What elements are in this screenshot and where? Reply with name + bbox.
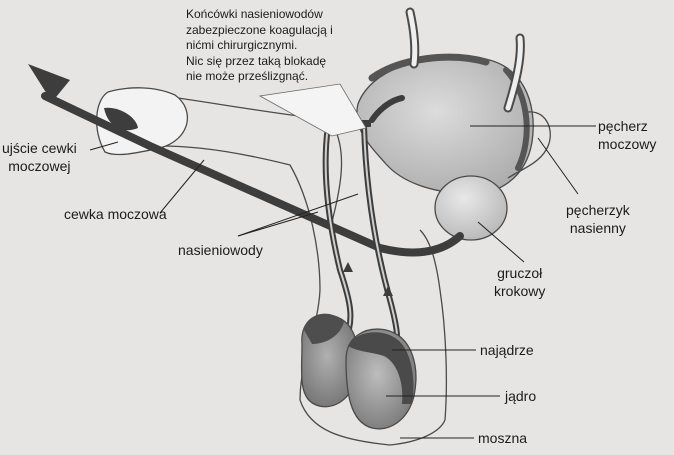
vasectomy-note: Końcówki nasieniowodów zabezpieczone koa… (186, 7, 386, 85)
label-bladder: pęcherz moczowy (598, 117, 656, 153)
label-prostate: gruczoł krokowy (494, 264, 545, 300)
prostate-shape (435, 176, 507, 240)
annotation-pointer (260, 84, 366, 136)
label-testis: jądro (505, 387, 536, 405)
note-line: Nic się przez taką blokadę (186, 54, 386, 70)
label-line: ujście cewki (2, 139, 77, 157)
duct-arrow-left (343, 262, 353, 272)
label-epididymis: najądrze (480, 341, 534, 359)
label-line: pęcherz (598, 117, 656, 135)
label-vas-deferens: nasieniowody (178, 241, 263, 259)
label-urethra: cewka moczowa (64, 205, 167, 223)
label-urethral-opening: ujście cewki moczowej (2, 139, 77, 175)
note-line: zabezpieczone koagulacją i (186, 23, 386, 39)
note-line: nie może prześlizgnąć. (186, 69, 386, 85)
label-seminal-vesicle: pęcherzyk nasienny (566, 201, 630, 237)
label-scrotum: moszna (478, 429, 527, 447)
label-line: moczowy (598, 135, 656, 153)
label-line: pęcherzyk (566, 201, 630, 219)
note-line: nićmi chirurgicznymi. (186, 38, 386, 54)
label-line: gruczoł (494, 264, 545, 282)
label-line: krokowy (494, 282, 545, 300)
label-line: moczowej (2, 157, 77, 175)
label-line: nasienny (566, 219, 630, 237)
note-line: Końcówki nasieniowodów (186, 7, 386, 23)
urethra-arrowhead (28, 64, 70, 102)
